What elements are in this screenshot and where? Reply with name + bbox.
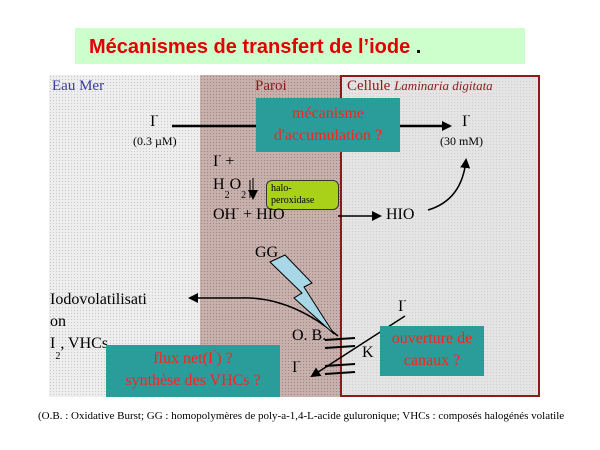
volatil-line1: Iodovolatilisati [50,291,147,308]
sea-label: Eau Mer [52,78,105,94]
wall-label: Paroi [255,78,287,94]
oh-charge: - [236,203,240,213]
cell-concentration: (30 mM) [440,134,483,148]
h2o2-sub2: 2 [241,190,247,201]
wall-iodide: I- + [213,150,235,171]
cell-hio-label: HIO [386,206,415,223]
sea-zone [49,75,200,397]
cell-label: Cellule Laminaria digitata [347,78,493,95]
volatil-line2: on [50,313,66,330]
cell-iodide-charge: - [467,110,471,120]
channel-mark-k [324,363,356,375]
haloperoxidase-box: halo-peroxidase [266,180,339,210]
accumulation-box: mécanisme d'accumulation ? [256,98,400,152]
h2o2-h: H [213,176,225,193]
sea-iodide: I- [150,110,159,131]
footnote: (O.B. : Oxidative Burst; GG : homopolymè… [38,410,565,422]
gg-label: GG [255,244,279,261]
efflux-iodide-sea-symbol: I [292,359,298,376]
cell-label-text: Cellule [347,78,391,94]
wall-iodide-symbol: I [213,153,219,170]
hio-to-iodide-arrow [427,158,471,211]
title-label: Mécanismes de transfert de l’iode [89,36,411,58]
channel-mark-ob [324,337,356,349]
iodovolatilisation-label: Iodovolatilisati on I2, VHCs [50,289,147,362]
flux-box: flux net(I-) ? synthèse des VHCs ? [106,345,280,397]
efflux-iodide-cell: I- [398,295,407,316]
efflux-iodide-sea: I- [292,356,301,377]
k-label: K [362,344,374,361]
title-banner: Mécanismes de transfert de l’iode . [75,28,525,64]
page-title: Mécanismes de transfert de l’iode . [89,36,421,59]
volatil-i2: I [50,335,56,352]
oh-hio-label: OH- + HIO [213,203,285,224]
sea-iodide-charge: - [155,110,159,120]
flux-text: flux net(I [153,350,214,367]
lightning-icon [269,254,335,335]
cell-iodide: I- [462,110,471,131]
flux-line1: flux net(I-) ? [106,345,280,370]
h2o2-label: H2O2 [213,176,246,201]
wall-iodide-charge: - [218,150,222,160]
cell-iodide-symbol: I [462,113,468,130]
oh-label: OH [213,206,237,223]
flux-line2: synthèse des VHCs ? [125,372,261,389]
flux-question: ) ? [216,350,233,367]
volatil-line3: I2, VHCs [50,333,147,362]
efflux-iodide-cell-charge: - [403,295,407,305]
ob-label: O. B. [292,327,327,344]
sea-iodide-symbol: I [150,113,156,130]
h2o2-o: O [229,176,242,193]
title-dot: . [415,36,422,58]
reaction-plus: + [225,153,235,170]
channels-box: ouverture de canaux ? [380,326,484,376]
flux-charge: - [213,345,217,355]
efflux-iodide-sea-charge: - [297,356,301,366]
h2o2-sub1: 2 [224,190,230,201]
wall-hio-label: + HIO [243,206,285,223]
volatil-vhcs: , VHCs [60,335,109,352]
efflux-iodide-cell-symbol: I [398,298,404,315]
sea-concentration: (0.3 µM) [133,134,177,148]
volatil-sub: 2 [55,351,61,362]
cell-species-label: Laminaria digitata [394,78,493,93]
